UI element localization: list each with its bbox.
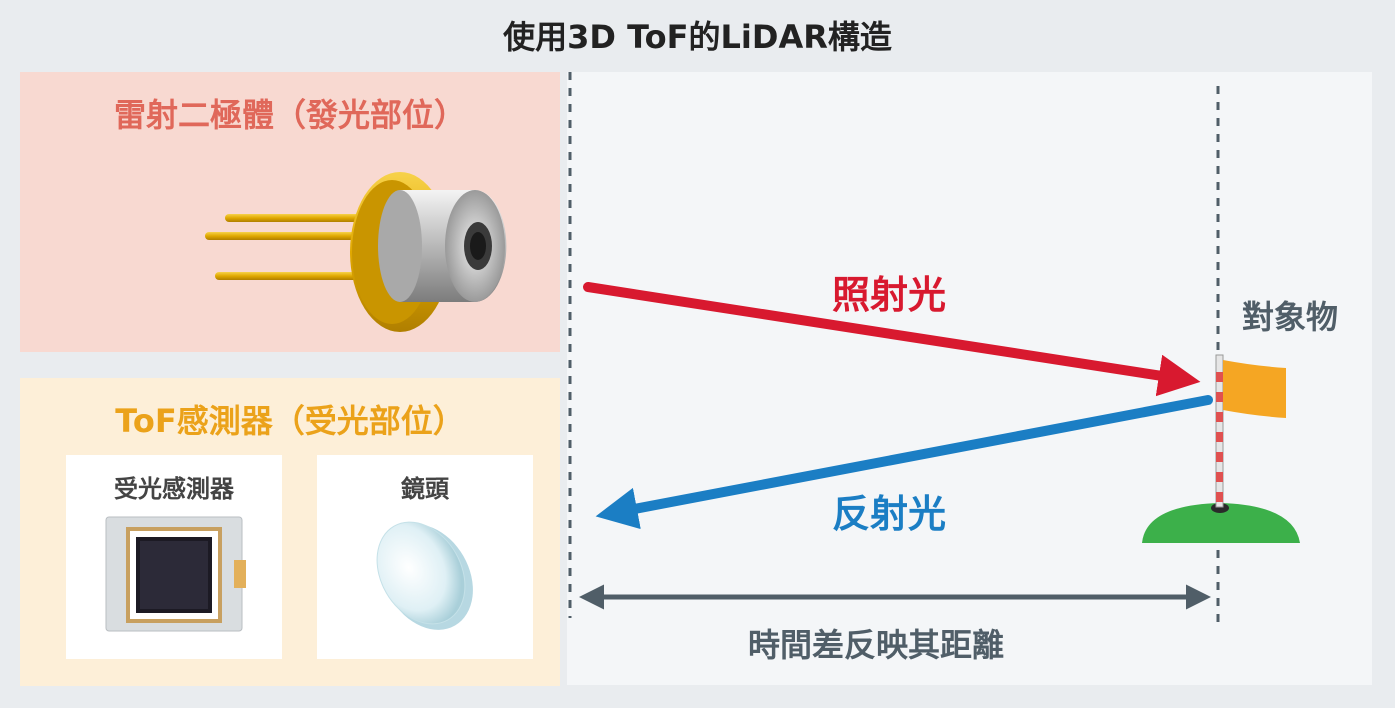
page-title: 使用3D ToF的LiDAR構造 <box>503 18 892 56</box>
measurement-diagram-panel <box>567 72 1372 685</box>
laser-diode-panel: 雷射二極體（發光部位） <box>20 72 560 352</box>
reflected-light-label: 反射光 <box>832 492 947 536</box>
irradiated-light-label: 照射光 <box>832 273 947 317</box>
sensor-card-label: 受光感測器 <box>114 475 234 503</box>
lens-card-label: 鏡頭 <box>401 475 449 503</box>
sensor-card: 受光感測器 <box>66 455 282 659</box>
tof-sensor-heading: ToF感測器（受光部位） <box>115 402 465 440</box>
distance-label: 時間差反映其距離 <box>748 626 1005 664</box>
tof-sensor-panel: ToF感測器（受光部位） 受光感測器 鏡頭 <box>20 378 560 686</box>
target-object-label: 對象物 <box>1242 298 1339 336</box>
laser-diode-heading: 雷射二極體（發光部位） <box>113 96 466 134</box>
lens-image <box>376 521 473 630</box>
lens-card: 鏡頭 <box>317 455 533 659</box>
sensor-chip-image <box>105 516 246 632</box>
laser-diode-image <box>205 172 507 332</box>
